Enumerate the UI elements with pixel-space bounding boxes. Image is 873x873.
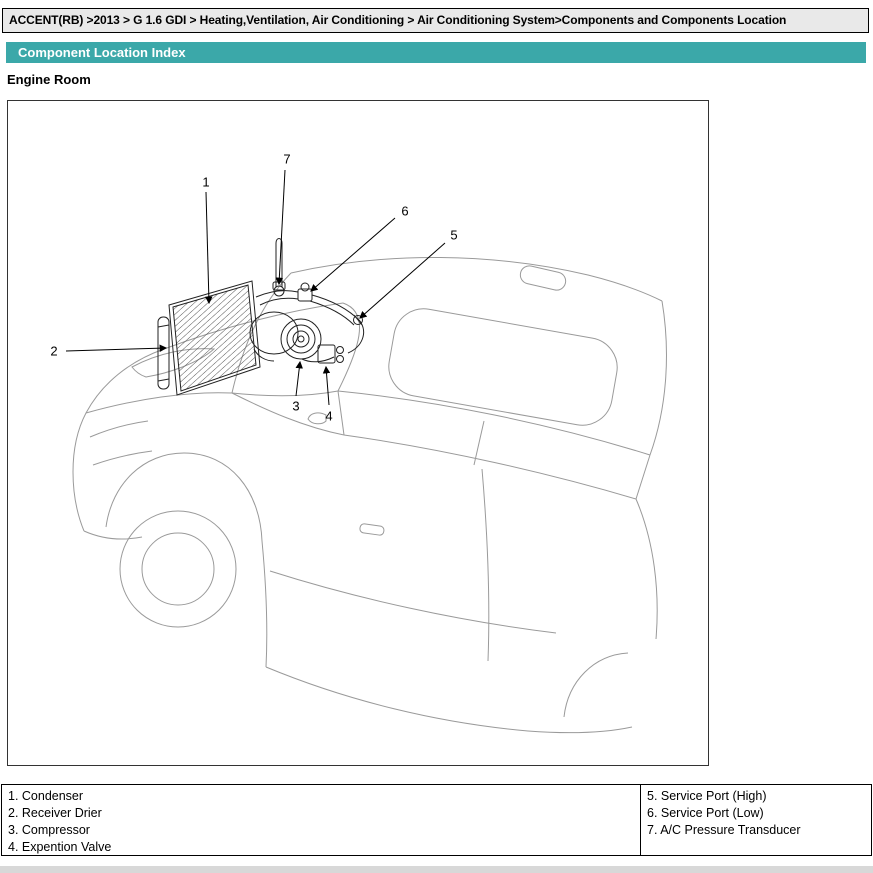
breadcrumb: ACCENT(RB) >2013 > G 1.6 GDI > Heating,V… (2, 8, 869, 33)
diagram-svg (65, 169, 667, 734)
legend-table: 1. Condenser 2. Receiver Drier 3. Compre… (1, 784, 872, 856)
legend-item-pressure-transducer: 7. A/C Pressure Transducer (647, 823, 801, 837)
page-title: Component Location Index (18, 45, 186, 60)
callout-arrows (65, 169, 446, 406)
callout-3: 3 (292, 398, 300, 414)
legend-item-condenser: 1. Condenser (8, 789, 84, 803)
service-port-low (297, 282, 313, 302)
legend-right-column: 5. Service Port (High) 6. Service Port (… (641, 785, 871, 855)
legend-left-column: 1. Condenser 2. Receiver Drier 3. Compre… (2, 785, 641, 855)
component-location-diagram: 1 2 3 4 5 6 7 (7, 100, 709, 766)
subsection-title: Engine Room (7, 72, 91, 87)
pressure-transducer (272, 281, 286, 297)
legend-item-expansion-valve: 4. Expention Valve (8, 840, 112, 854)
callout-6: 6 (401, 203, 409, 219)
ac-components (157, 238, 364, 396)
legend-item-service-port-high: 5. Service Port (High) (647, 789, 767, 803)
legend-item-compressor: 3. Compressor (8, 823, 90, 837)
ac-pipes (255, 238, 364, 363)
legend-item-receiver-drier: 2. Receiver Drier (8, 806, 102, 820)
expansion-valve (317, 344, 344, 364)
callout-2: 2 (50, 343, 58, 359)
section-header-bar: Component Location Index (6, 42, 866, 63)
condenser (168, 280, 261, 396)
callout-4: 4 (325, 408, 333, 424)
receiver-drier (157, 316, 170, 390)
callout-1: 1 (202, 174, 210, 190)
bottom-divider (0, 866, 873, 873)
legend-item-service-port-low: 6. Service Port (Low) (647, 806, 764, 820)
service-port-high (353, 314, 363, 326)
callout-7: 7 (283, 151, 291, 167)
compressor (249, 311, 322, 362)
callout-5: 5 (450, 227, 458, 243)
car-outline (72, 257, 667, 734)
